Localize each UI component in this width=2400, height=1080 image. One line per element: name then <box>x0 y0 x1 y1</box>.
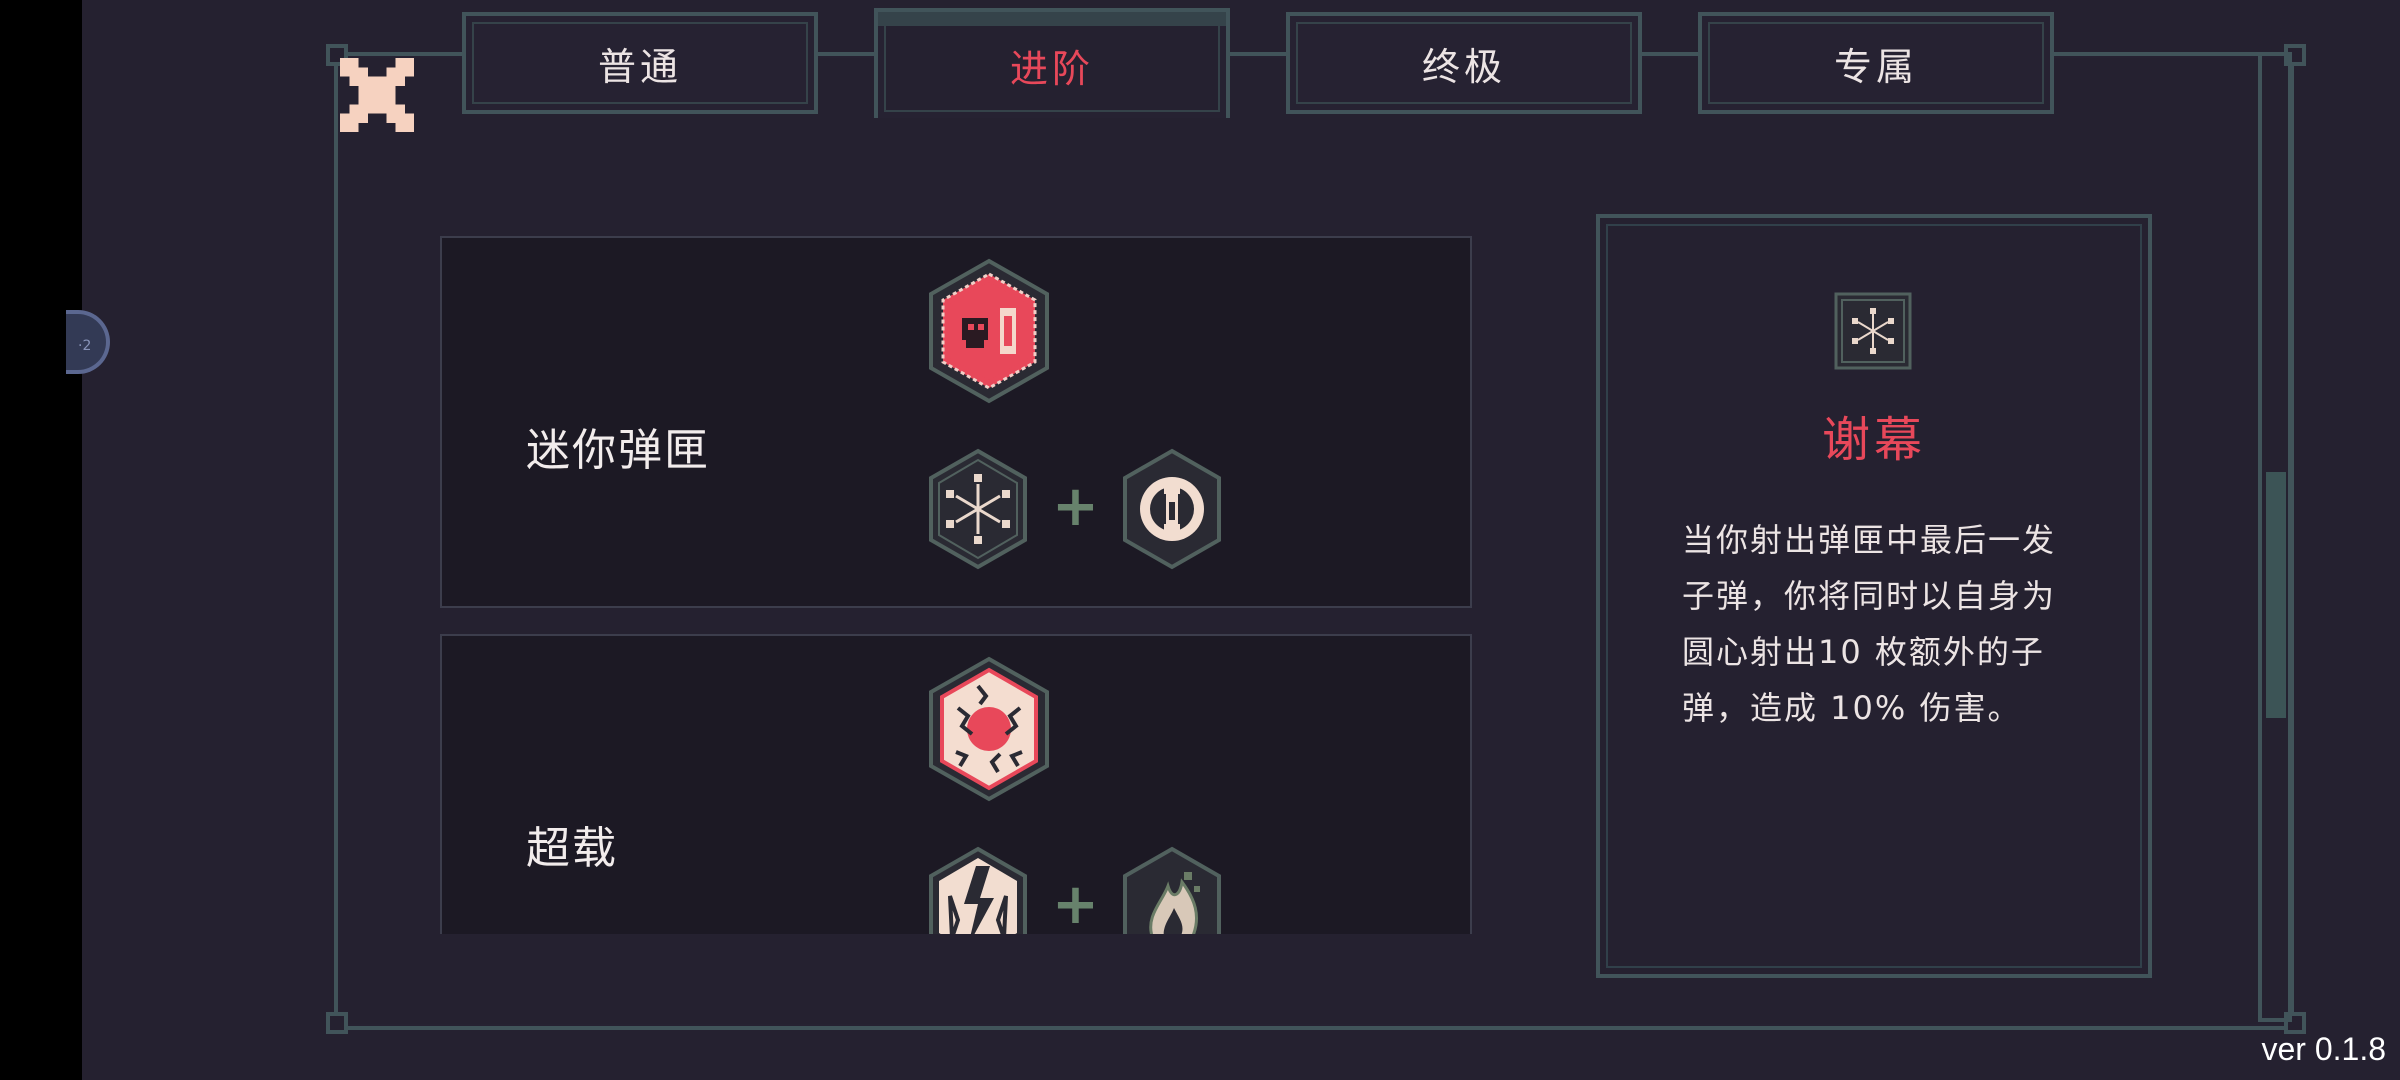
tab-advanced[interactable]: 进阶 <box>874 8 1230 118</box>
lightning-icon[interactable] <box>928 846 1028 934</box>
detail-description: 当你射出弹匣中最后一发子弹，你将同时以自身为圆心射出10 枚额外的子弹，造成 1… <box>1682 521 2057 727</box>
scrollbar-track[interactable] <box>2258 52 2292 1022</box>
close-icon[interactable] <box>340 58 414 132</box>
burst-icon[interactable] <box>928 448 1028 570</box>
burst-icon <box>1834 292 1912 370</box>
overload-icon[interactable] <box>928 656 1050 802</box>
tab-label: 终极 <box>1421 44 1506 89</box>
plus-sign: + <box>1052 872 1099 934</box>
skull-bullet-icon[interactable] <box>928 258 1050 404</box>
tab-normal[interactable]: 普通 <box>462 12 818 114</box>
plus-sign: + <box>1052 474 1099 539</box>
left-black-strip <box>0 0 82 1080</box>
tab-label: 普通 <box>597 44 682 89</box>
version-label: ver 0.1.8 <box>2261 1031 2386 1067</box>
tab-exclusive[interactable]: 专属 <box>1698 12 2054 114</box>
scrollbar-thumb[interactable] <box>2266 472 2286 718</box>
tab-label: 进阶 <box>1009 46 1094 91</box>
reload-icon[interactable] <box>1122 448 1222 570</box>
card-name: 迷你弹匣 <box>526 425 710 476</box>
card-name: 超载 <box>526 823 618 874</box>
card-list: 迷你弹匣 + 超载 <box>440 236 1472 934</box>
fire-icon[interactable] <box>1122 846 1222 934</box>
detail-title: 谢幕 <box>1821 412 1926 468</box>
frame-corner <box>326 1012 348 1034</box>
tab-ultimate[interactable]: 终极 <box>1286 12 1642 114</box>
tab-label: 专属 <box>1833 44 1918 89</box>
